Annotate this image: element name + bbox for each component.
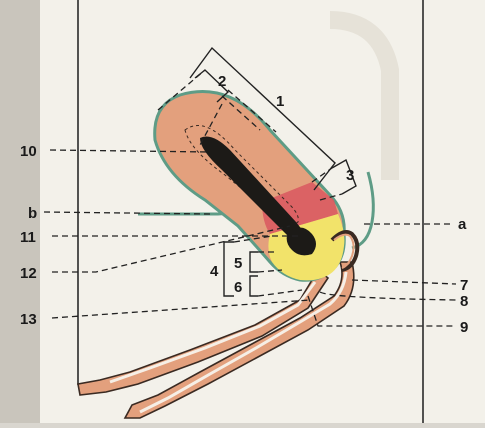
label-7: 7 [460, 277, 468, 294]
label-6: 6 [234, 279, 242, 296]
label-12: 12 [20, 265, 37, 282]
label-9: 9 [460, 319, 468, 336]
label-13: 13 [20, 311, 37, 328]
label-8: 8 [460, 293, 468, 310]
label-4: 4 [210, 263, 219, 280]
label-10: 10 [20, 143, 37, 160]
label-2: 2 [218, 73, 226, 90]
label-3: 3 [346, 167, 354, 184]
label-b: b [28, 205, 37, 222]
label-a: a [458, 216, 467, 233]
label-1: 1 [276, 93, 284, 110]
label-11: 11 [20, 229, 36, 246]
label-5: 5 [234, 255, 242, 272]
